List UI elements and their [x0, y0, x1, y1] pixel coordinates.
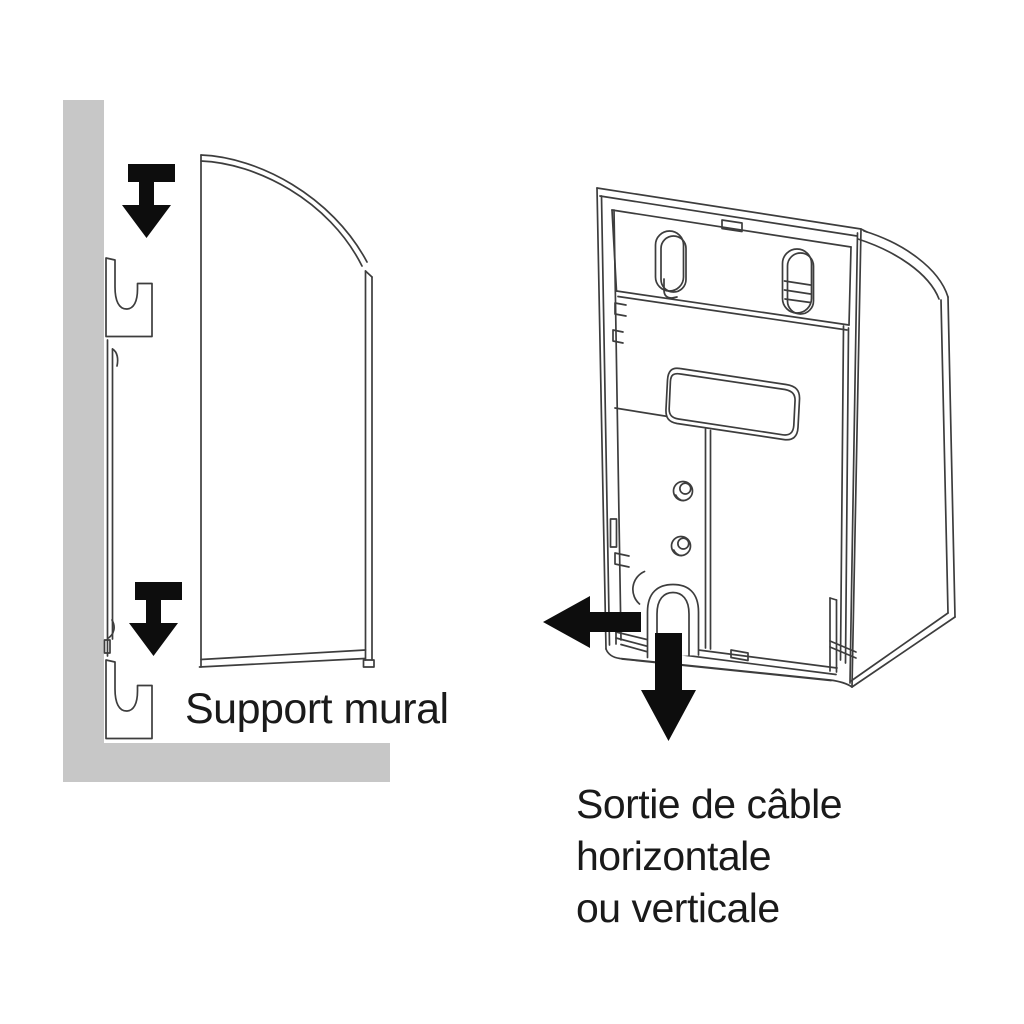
wall-mount-caption: Support mural: [185, 685, 449, 733]
cable-exit-arrow-horizontal-icon: [543, 596, 641, 648]
keyhole-strip: [611, 209, 852, 664]
cable-exit-caption: Sortie de câble horizontale ou verticale: [576, 778, 843, 934]
wall-bracket-bottom: [105, 659, 153, 740]
screw-boss-top: [672, 480, 694, 502]
cable-exit-caption-line3: ou verticale: [576, 885, 780, 931]
wall-surface: [63, 100, 390, 782]
screw-boss-bottom: [670, 535, 692, 557]
wall-bracket-top: [105, 257, 153, 338]
keyhole-slot-left: [654, 230, 687, 299]
cable-exit-caption-line1: Sortie de câble: [576, 781, 843, 827]
cable-exit-caption-line2: horizontale: [576, 833, 772, 879]
mounting-rib: [665, 367, 801, 441]
cable-exit-arrow-vertical-icon: [641, 633, 696, 741]
keyhole-slot-right: [781, 248, 815, 315]
insertion-arrow-bottom-icon: [129, 582, 182, 656]
device-side-panel: [198, 154, 375, 668]
inner-sub-panel: [614, 407, 712, 650]
device-back-housing: [596, 187, 956, 688]
insertion-arrow-top-icon: [122, 164, 175, 238]
bracket-rail-profile: [103, 339, 119, 657]
